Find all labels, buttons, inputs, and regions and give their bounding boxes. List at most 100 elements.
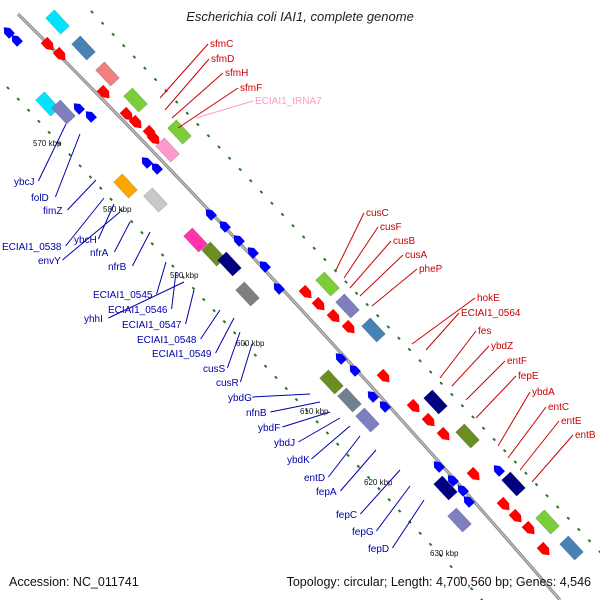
reverse-gene-arrow <box>379 401 391 413</box>
outer-tick-mark <box>312 246 317 251</box>
inner-tick-mark <box>397 509 402 513</box>
forward-gene-arrow <box>128 114 142 129</box>
forward-label-leader <box>159 43 209 99</box>
gene-feature-box <box>559 535 584 561</box>
outer-tick-mark <box>418 358 422 363</box>
reverse-label-leader <box>340 449 377 492</box>
outer-tick-mark <box>450 392 454 397</box>
outer-tick-mark <box>439 381 444 386</box>
gene-feature-box <box>167 119 192 145</box>
reverse-gene-arrow <box>85 111 97 123</box>
reverse-gene-arrow <box>447 475 459 487</box>
inner-tick-mark <box>469 587 474 591</box>
forward-gene-label: hokE <box>477 293 500 304</box>
forward-gene-label: cusF <box>380 222 402 233</box>
inner-tick-mark <box>253 353 258 357</box>
forward-gene-label: sfmF <box>240 83 262 94</box>
inner-tick-mark <box>335 442 340 446</box>
reverse-gene-arrow <box>219 221 231 233</box>
outer-tick-mark <box>428 370 433 374</box>
inner-tick-mark <box>263 364 268 369</box>
reverse-gene-arrow <box>493 465 505 477</box>
forward-label-leader <box>519 420 560 471</box>
reverse-gene-label: yhhI <box>84 314 103 325</box>
reverse-label-leader <box>375 485 411 532</box>
forward-gene-label: ybdZ <box>491 341 513 352</box>
reverse-gene-label: ybcJ <box>14 177 35 188</box>
forward-gene-label: cusA <box>405 250 428 261</box>
reverse-label-leader <box>328 435 361 478</box>
outer-tick-mark <box>471 415 475 419</box>
forward-gene-arrow <box>508 508 522 523</box>
forward-gene-arrow <box>466 466 480 481</box>
reverse-label-leader <box>108 281 185 319</box>
outer-tick-mark <box>248 178 253 183</box>
outer-tick-mark <box>481 426 486 431</box>
gene-feature-box <box>95 61 120 87</box>
outer-tick-mark <box>566 516 571 521</box>
inner-tick-mark <box>6 86 10 90</box>
forward-label-leader <box>349 240 392 289</box>
reverse-gene-label: ybdK <box>287 455 310 466</box>
reverse-gene-label: ybdF <box>258 423 280 434</box>
inner-tick-mark <box>274 375 278 380</box>
reverse-gene-label: nfrA <box>90 248 109 259</box>
forward-gene-label: entC <box>548 402 569 413</box>
outer-tick-mark <box>323 257 327 262</box>
outer-tick-mark <box>577 527 581 532</box>
reverse-gene-label: ECIAI1_0547 <box>122 320 182 331</box>
reverse-gene-arrow <box>259 261 271 273</box>
reverse-gene-arrow <box>273 283 285 295</box>
forward-gene-label: cusB <box>393 236 416 247</box>
reverse-label-leader <box>156 261 167 295</box>
inner-tick-mark <box>150 242 155 246</box>
forward-gene-label: sfmC <box>210 39 233 50</box>
reverse-gene-label: entD <box>304 473 325 484</box>
forward-gene-label: fes <box>478 326 491 337</box>
inner-tick-mark <box>325 431 330 435</box>
reverse-gene-arrow <box>73 103 85 115</box>
forward-gene-arrow <box>496 496 510 511</box>
forward-label-leader <box>411 297 476 345</box>
outer-tick-mark <box>301 235 306 239</box>
forward-label-leader <box>497 391 531 447</box>
genome-summary-text: Topology: circular; Length: 4,700,560 bp… <box>286 575 591 589</box>
reverse-label-leader <box>62 211 121 261</box>
outer-tick-mark <box>555 505 560 509</box>
outer-tick-mark <box>153 77 158 82</box>
kbp-scale-label: 620 kbp <box>364 478 393 487</box>
outer-tick-mark <box>270 201 274 206</box>
reverse-gene-label: ybdJ <box>274 438 295 449</box>
inner-tick-mark <box>459 575 464 580</box>
gene-feature-box <box>183 227 208 253</box>
reverse-gene-label: nfnB <box>246 408 267 419</box>
forward-gene-arrow <box>40 36 54 51</box>
gene-feature-box <box>217 251 242 277</box>
reverse-label-leader <box>67 179 97 211</box>
forward-label-leader <box>531 434 574 483</box>
kbp-scale-label: 630 kbp <box>430 549 459 558</box>
forward-gene-arrow <box>119 106 133 121</box>
forward-gene-arrow <box>436 426 450 441</box>
forward-gene-label: sfmD <box>211 54 234 65</box>
gene-feature-box <box>113 173 138 199</box>
forward-label-leader <box>425 312 460 351</box>
reverse-label-leader <box>97 203 115 240</box>
forward-gene-arrow <box>421 412 435 427</box>
reverse-gene-arrow <box>367 391 379 403</box>
reverse-gene-arrow <box>433 461 445 473</box>
gene-feature-box <box>45 9 70 35</box>
reverse-gene-label: ybdG <box>228 393 252 404</box>
gene-feature-box <box>315 271 340 297</box>
forward-gene-arrow <box>406 398 420 413</box>
inner-tick-mark <box>88 175 93 179</box>
reverse-gene-arrow <box>457 485 469 497</box>
forward-label-leader <box>359 254 404 297</box>
outer-tick-mark <box>397 336 401 341</box>
gene-feature-box <box>535 509 560 535</box>
gene-feature-box <box>71 35 96 61</box>
gene-feature-box <box>455 423 480 449</box>
outer-tick-mark <box>587 538 592 543</box>
inner-tick-mark <box>222 319 227 324</box>
